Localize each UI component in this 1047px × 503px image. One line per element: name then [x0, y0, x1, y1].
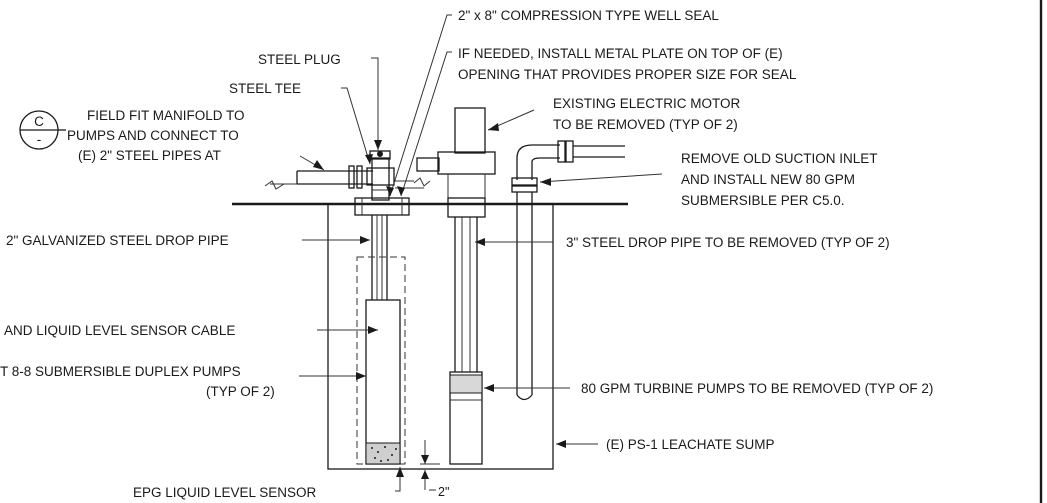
label-duplex-1: T 8-8 SUBMERSIBLE DUPLEX PUMPS: [0, 364, 241, 379]
label-manifold-2: PUMPS AND CONNECT TO: [67, 128, 239, 143]
suction-inlet-pipe: [511, 140, 625, 401]
label-manifold-1: FIELD FIT MANIFOLD TO: [87, 108, 245, 123]
label-steel-tee: STEEL TEE: [229, 81, 301, 96]
callout-bottom: -: [37, 132, 42, 147]
label-duplex-2: (TYP OF 2): [206, 384, 275, 399]
label-turbine: 80 GPM TURBINE PUMPS TO BE REMOVED (TYP …: [581, 381, 933, 396]
turbine-pump: [449, 371, 483, 465]
label-motor-1: EXISTING ELECTRIC MOTOR: [553, 96, 741, 111]
leader-lines: [299, 14, 663, 492]
label-suction-2: AND INSTALL NEW 80 GPM: [681, 172, 855, 187]
label-sensor-cable: AND LIQUID LEVEL SENSOR CABLE: [4, 323, 235, 338]
section-callout-bubble: C -: [19, 110, 66, 150]
label-suction-1: REMOVE OLD SUCTION INLET: [681, 151, 878, 166]
label-metal-plate-2: OPENING THAT PROVIDES PROPER SIZE FOR SE…: [458, 67, 797, 82]
label-metal-plate-1: IF NEEDED, INSTALL METAL PLATE ON TOP OF…: [458, 46, 783, 61]
label-suction-3: SUBMERSIBLE PER C5.0.: [681, 193, 845, 208]
label-dimension-2in: 2": [438, 485, 449, 499]
epg-level-sensor: [365, 442, 401, 465]
leachate-sump: [327, 203, 554, 470]
label-steel-plug: STEEL PLUG: [258, 52, 341, 67]
manifold-pipe: [264, 170, 373, 190]
label-sump: (E) PS-1 LEACHATE SUMP: [606, 437, 775, 452]
existing-electric-motor: [395, 107, 496, 198]
arrowheads: [313, 123, 566, 479]
steel-drop-pipe-existing: [447, 197, 486, 372]
label-motor-2: TO BE REMOVED (TYP OF 2): [553, 117, 738, 132]
submersible-pump: [365, 299, 401, 465]
label-epg-sensor: EPG LIQUID LEVEL SENSOR: [133, 485, 317, 500]
label-well-seal: 2" x 8" COMPRESSION TYPE WELL SEAL: [458, 8, 719, 23]
label-steel-drop-pipe: 3" STEEL DROP PIPE TO BE REMOVED (TYP OF…: [566, 235, 890, 250]
label-galv-pipe: 2" GALVANIZED STEEL DROP PIPE: [6, 233, 229, 248]
pipe-flanges: [348, 165, 363, 189]
callout-top: C: [34, 114, 44, 129]
label-manifold-3: (E) 2" STEEL PIPES AT: [78, 148, 221, 163]
duplex-pump-outline: [356, 256, 406, 465]
